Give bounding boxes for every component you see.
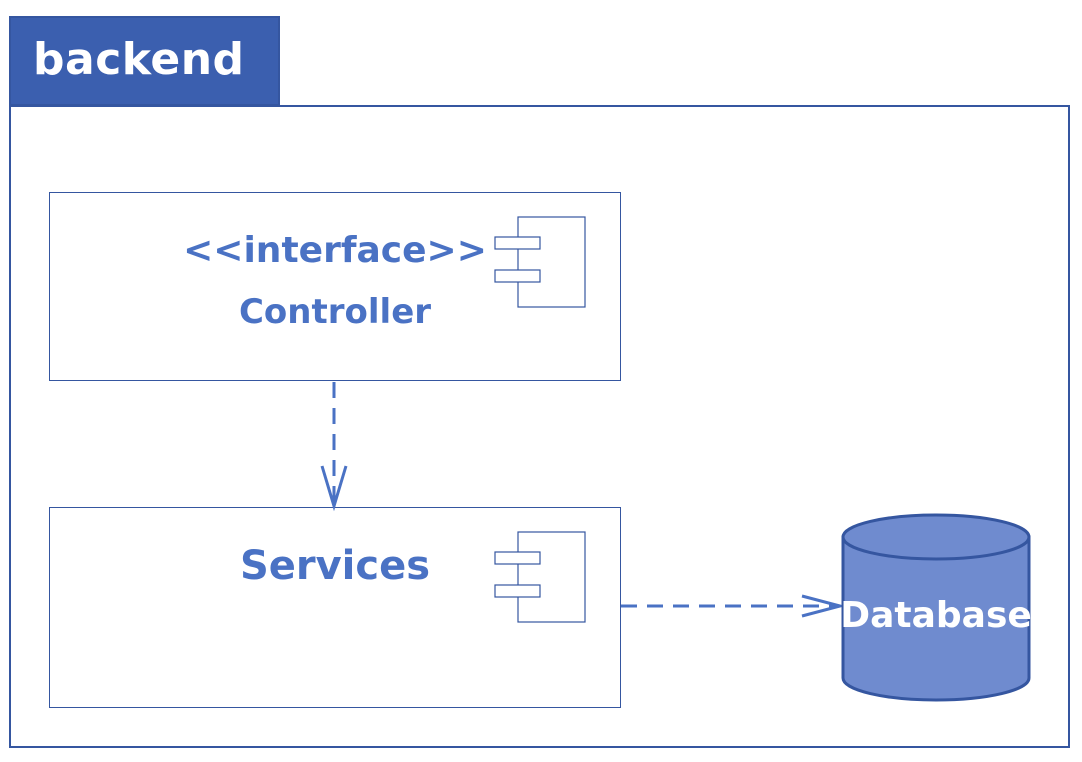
dependency-arrow xyxy=(320,382,348,512)
database-cylinder[interactable] xyxy=(841,513,1031,702)
controller-component[interactable]: <<interface>> Controller xyxy=(49,192,621,381)
controller-stereotype: <<interface>> xyxy=(183,230,487,271)
package-name: backend xyxy=(33,34,245,85)
package-tab: backend xyxy=(9,16,280,106)
dependency-arrow xyxy=(621,594,846,618)
services-name: Services xyxy=(239,543,431,589)
component-icon xyxy=(494,216,586,308)
services-component[interactable]: Services xyxy=(49,507,621,708)
component-icon xyxy=(494,531,586,623)
package-body xyxy=(9,105,1070,748)
database-label: Database xyxy=(840,595,1032,636)
controller-name: Controller xyxy=(238,292,432,332)
